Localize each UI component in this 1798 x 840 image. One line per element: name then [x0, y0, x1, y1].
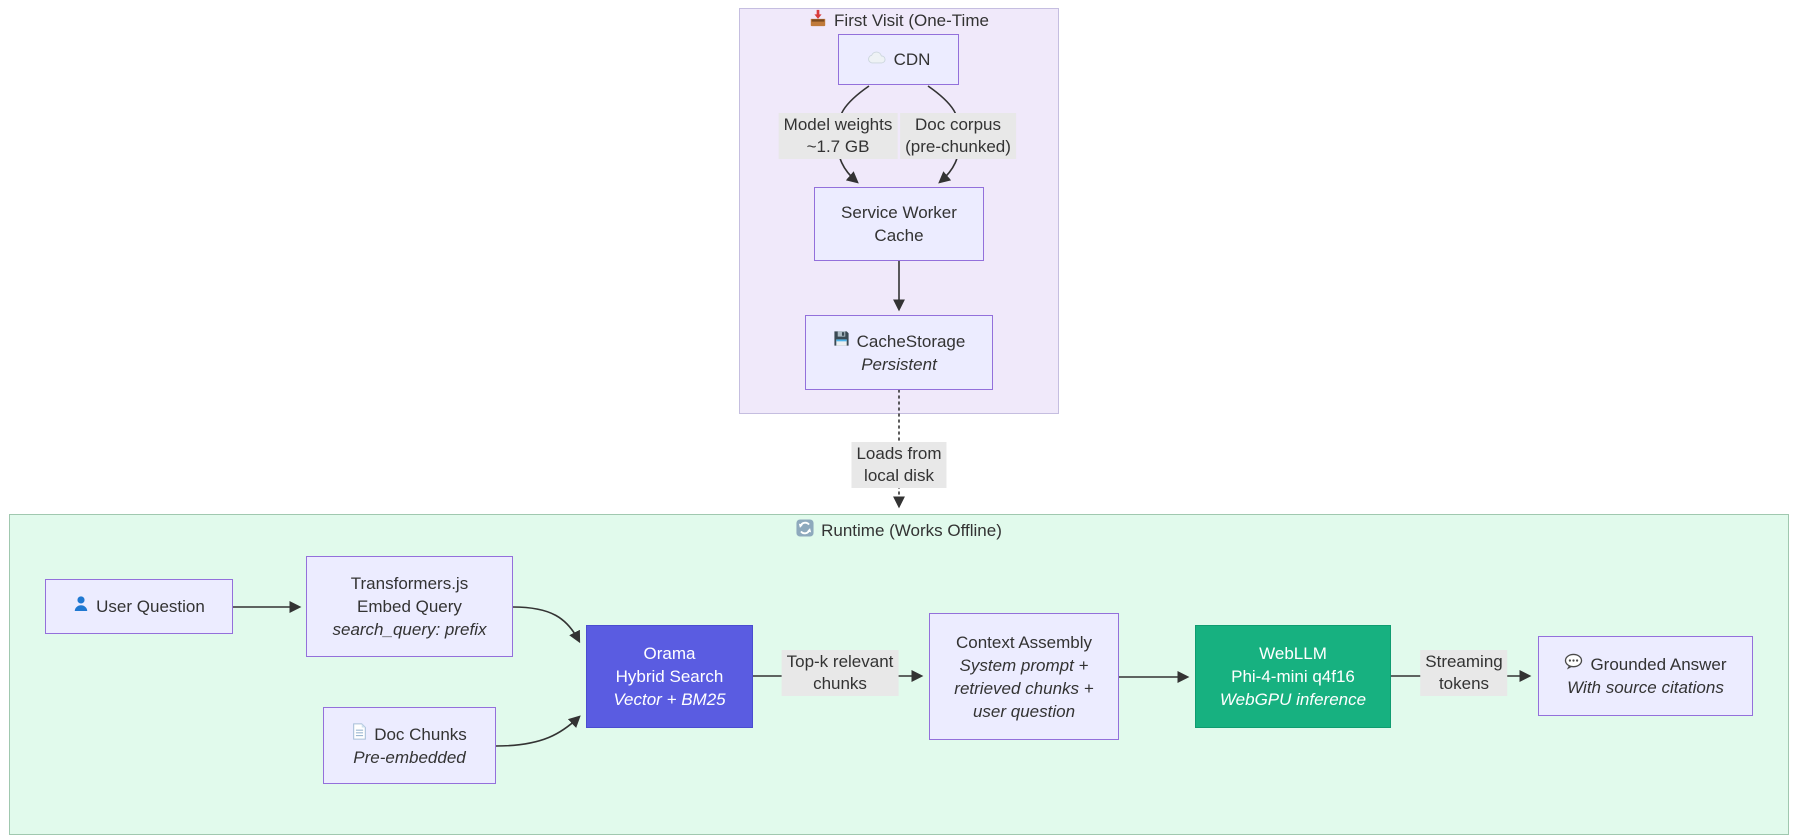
node-service-worker: Service Worker Cache: [814, 187, 984, 261]
edge-label-doc-corpus: Doc corpus (pre-chunked): [900, 113, 1016, 159]
first-visit-title: First Visit (One-Time: [0, 9, 1798, 32]
node-cdn-label: CDN: [893, 50, 931, 69]
edge-label-topk-chunks: Top-k relevant chunks: [781, 650, 899, 696]
node-service-worker-line2: Cache: [874, 226, 924, 245]
node-doc-chunks-label: Doc Chunks: [374, 724, 467, 744]
node-context-assembly: Context Assembly System prompt + retriev…: [929, 613, 1119, 740]
node-cdn: CDN: [838, 34, 959, 85]
first-visit-title-text: First Visit (One-Time: [834, 10, 989, 30]
runtime-title: Runtime (Works Offline): [0, 519, 1798, 542]
node-cache-storage-label: CacheStorage: [856, 331, 966, 351]
speech-balloon-icon: [1564, 653, 1583, 676]
node-doc-chunks-sublabel: Pre-embedded: [353, 747, 466, 767]
edge-label-model-weights: Model weights ~1.7 GB: [778, 113, 898, 159]
floppy-disk-icon: [833, 330, 850, 353]
edge-docchunks-orama: [495, 715, 581, 747]
node-grounded-answer-label: Grounded Answer: [1590, 655, 1727, 674]
node-cache-storage-sublabel: Persistent: [861, 354, 937, 374]
node-grounded-answer: Grounded Answer With source citations: [1538, 636, 1753, 716]
node-transformers: Transformers.js Embed Query search_query…: [306, 556, 513, 657]
node-user-question-label: User Question: [96, 597, 205, 616]
node-service-worker-line1: Service Worker: [841, 203, 957, 222]
node-doc-chunks: Doc Chunks Pre-embedded: [323, 707, 496, 784]
node-cache-storage: CacheStorage Persistent: [805, 315, 993, 390]
person-icon: [73, 595, 89, 618]
node-orama: Orama Hybrid Search Vector + BM25: [586, 625, 753, 728]
inbox-tray-icon: [809, 9, 827, 32]
arrows-counterclockwise-icon: [796, 519, 814, 542]
node-grounded-answer-sublabel: With source citations: [1567, 678, 1724, 697]
cloud-icon: [867, 48, 887, 71]
edge-label-loads-from-disk: Loads from local disk: [851, 442, 947, 488]
document-icon: [352, 722, 367, 746]
node-webllm: WebLLM Phi-4-mini q4f16 WebGPU inference: [1195, 625, 1391, 728]
node-user-question: User Question: [45, 579, 233, 634]
runtime-title-text: Runtime (Works Offline): [821, 520, 1002, 540]
edge-transformers-orama: [512, 606, 581, 644]
edge-label-streaming-tokens: Streaming tokens: [1420, 650, 1508, 696]
